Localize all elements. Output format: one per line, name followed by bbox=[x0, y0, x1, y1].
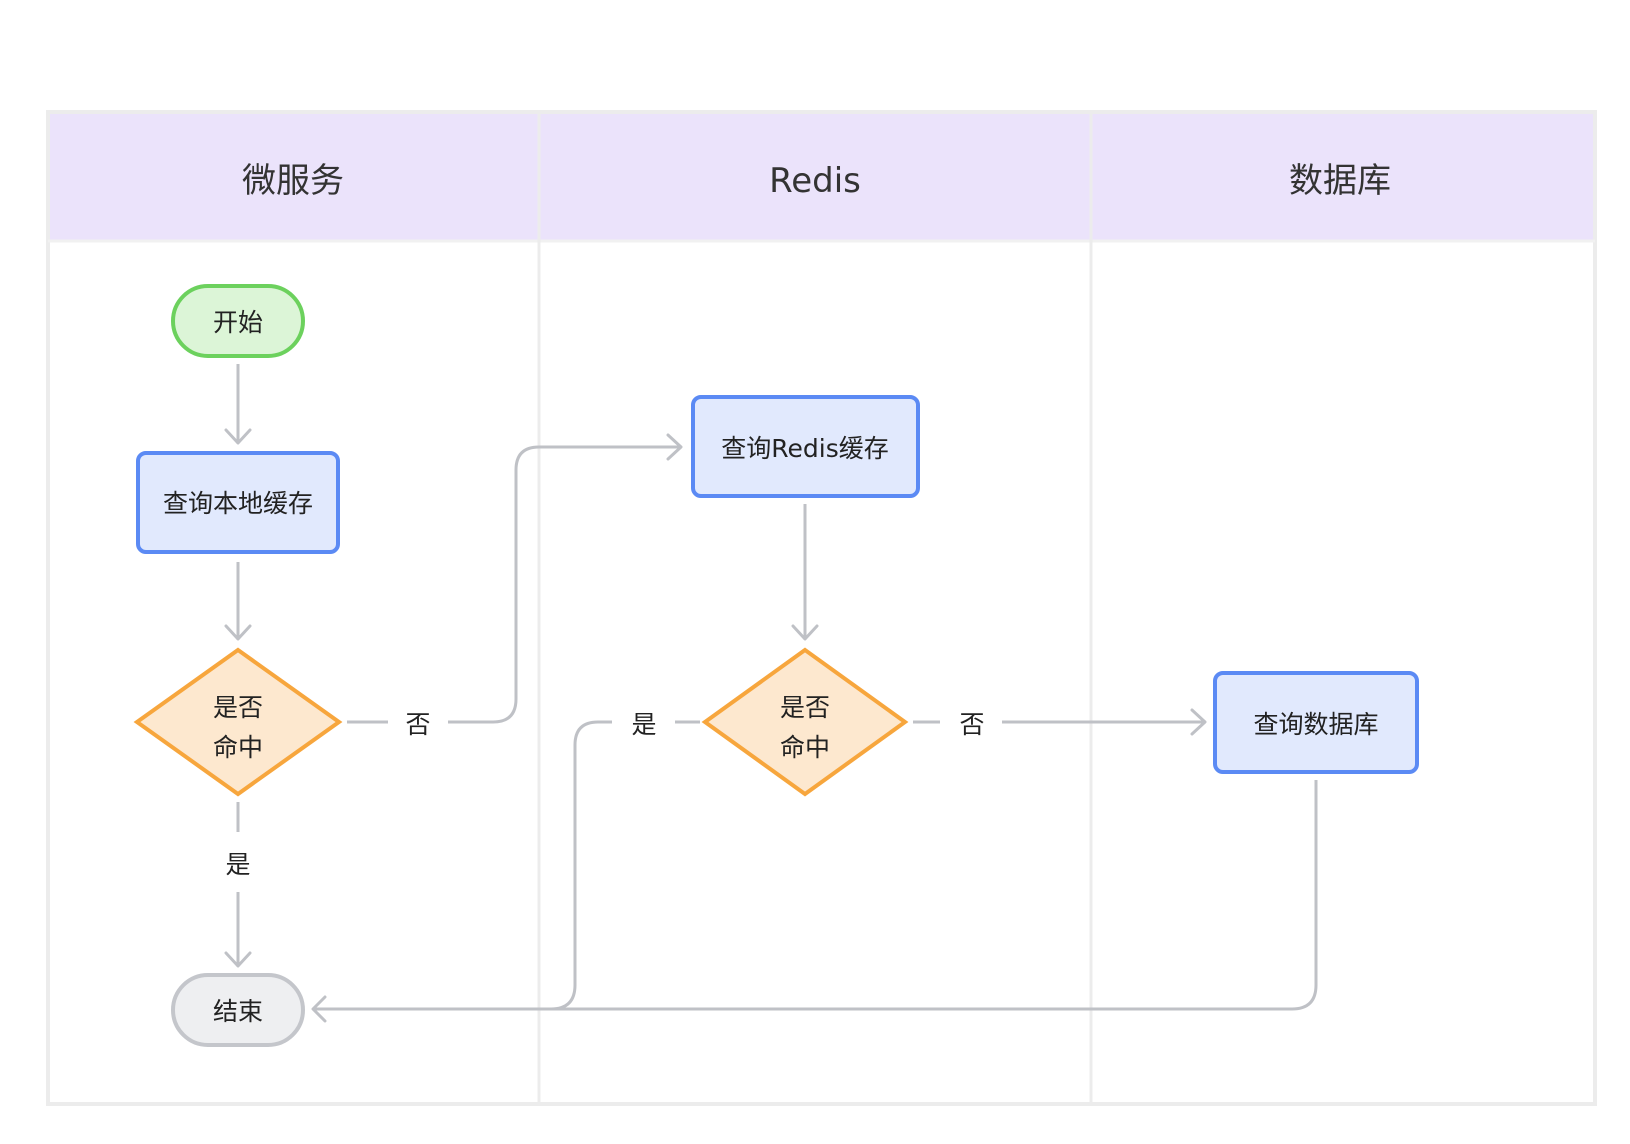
lane-frame bbox=[46, 110, 1597, 1106]
arrowhead bbox=[224, 428, 252, 445]
node-local-hit-decision[interactable]: 是否 命中 bbox=[133, 647, 343, 797]
arrowhead bbox=[311, 995, 327, 1023]
arrowhead bbox=[666, 433, 683, 461]
arrowhead bbox=[224, 951, 252, 968]
node-redis-hit-decision[interactable]: 是否 命中 bbox=[701, 647, 909, 797]
arrowhead bbox=[1190, 708, 1207, 736]
query-database-process-shape bbox=[1213, 671, 1419, 774]
local-hit-decision-shape bbox=[133, 647, 343, 797]
arrowhead bbox=[791, 624, 819, 641]
node-query-local-cache[interactable]: 查询本地缓存 bbox=[136, 451, 340, 554]
edge-query-db-to-end bbox=[313, 780, 1318, 1011]
node-label-redis-hit-line-1: 是否 bbox=[780, 693, 830, 722]
edge-label-redis-yes: 是 bbox=[631, 710, 656, 739]
edge-label-local-yes: 是 bbox=[225, 850, 250, 879]
redis-hit-decision-shape bbox=[701, 647, 909, 797]
arrowhead bbox=[224, 624, 252, 641]
node-label-query-database: 查询数据库 bbox=[1253, 710, 1378, 739]
node-label-redis-hit-line-2: 命中 bbox=[780, 733, 830, 762]
lane-title-database: 数据库 bbox=[1289, 161, 1391, 201]
end-terminal-shape bbox=[171, 973, 305, 1047]
start-terminal-shape bbox=[171, 284, 305, 358]
node-label-end: 结束 bbox=[213, 997, 263, 1026]
node-query-database[interactable]: 查询数据库 bbox=[1213, 671, 1419, 774]
edge-label-redis-no: 否 bbox=[959, 710, 984, 739]
node-query-redis-cache[interactable]: 查询Redis缓存 bbox=[691, 395, 920, 498]
lane-title-microservice: 微服务 bbox=[242, 161, 344, 201]
edge-redis-yes-to-end bbox=[313, 720, 612, 1011]
node-label-query-local-cache: 查询本地缓存 bbox=[163, 489, 313, 518]
query-local-process-shape bbox=[136, 451, 340, 554]
query-redis-process-shape bbox=[691, 395, 920, 498]
node-label-local-hit-line-1: 是否 bbox=[213, 693, 263, 722]
node-label-start: 开始 bbox=[213, 308, 263, 337]
lane-header-band bbox=[48, 112, 1595, 241]
node-start[interactable]: 开始 bbox=[171, 284, 305, 358]
edge-local-no-to-query-redis bbox=[448, 445, 681, 724]
node-label-local-hit-line-2: 命中 bbox=[213, 733, 263, 762]
node-label-query-redis-cache: 查询Redis缓存 bbox=[721, 434, 888, 463]
lane-title-redis: Redis bbox=[769, 161, 861, 201]
edge-label-local-no: 否 bbox=[405, 710, 430, 739]
node-end[interactable]: 结束 bbox=[171, 973, 305, 1047]
